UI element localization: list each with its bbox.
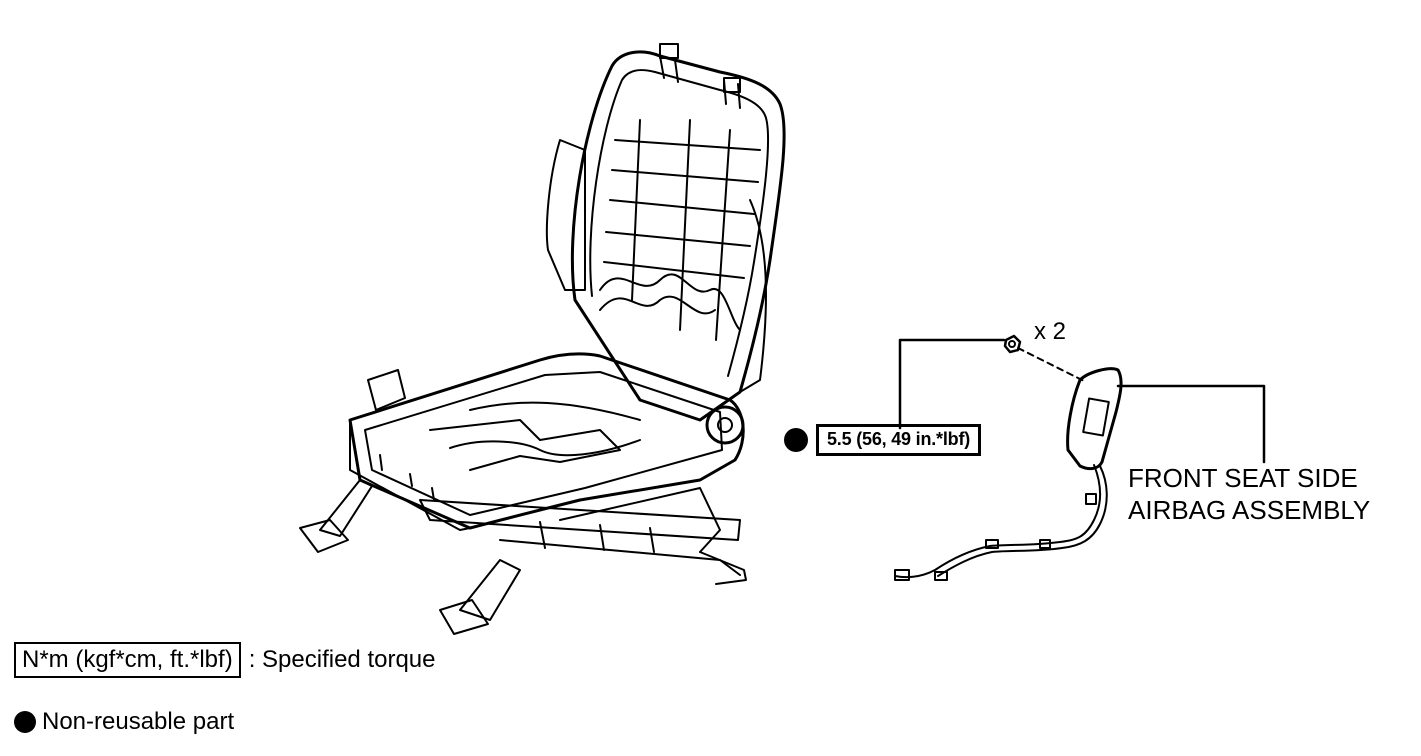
part-name-leader-line [1116, 384, 1266, 464]
quantity-label: x 2 [1034, 318, 1067, 345]
legend-non-reusable: Non-reusable part [14, 708, 234, 736]
torque-leader-line [898, 338, 1006, 430]
non-reusable-dot-icon [784, 428, 808, 452]
legend-torque-text: : Specified torque [248, 646, 436, 673]
seat-frame-illustration [299, 43, 786, 635]
legend-torque: N*m (kgf*cm, ft.*lbf) : Specified torque [14, 642, 436, 678]
torque-spec-box: 5.5 (56, 49 in.*lbf) [816, 424, 982, 456]
airbag-illustration [894, 367, 1123, 581]
legend-non-reusable-text: Non-reusable part [42, 708, 235, 735]
legend-non-reusable-dot-icon [14, 711, 36, 733]
legend-torque-unit-box: N*m (kgf*cm, ft.*lbf) [14, 642, 241, 678]
nut-icon [1003, 334, 1022, 354]
part-name-line-2: AIRBAG ASSEMBLY [1128, 495, 1371, 525]
part-name-label: FRONT SEAT SIDE AIRBAG ASSEMBLY [1128, 462, 1370, 526]
part-name-line-1: FRONT SEAT SIDE [1128, 463, 1358, 493]
attach-dashed-line [1017, 347, 1087, 383]
